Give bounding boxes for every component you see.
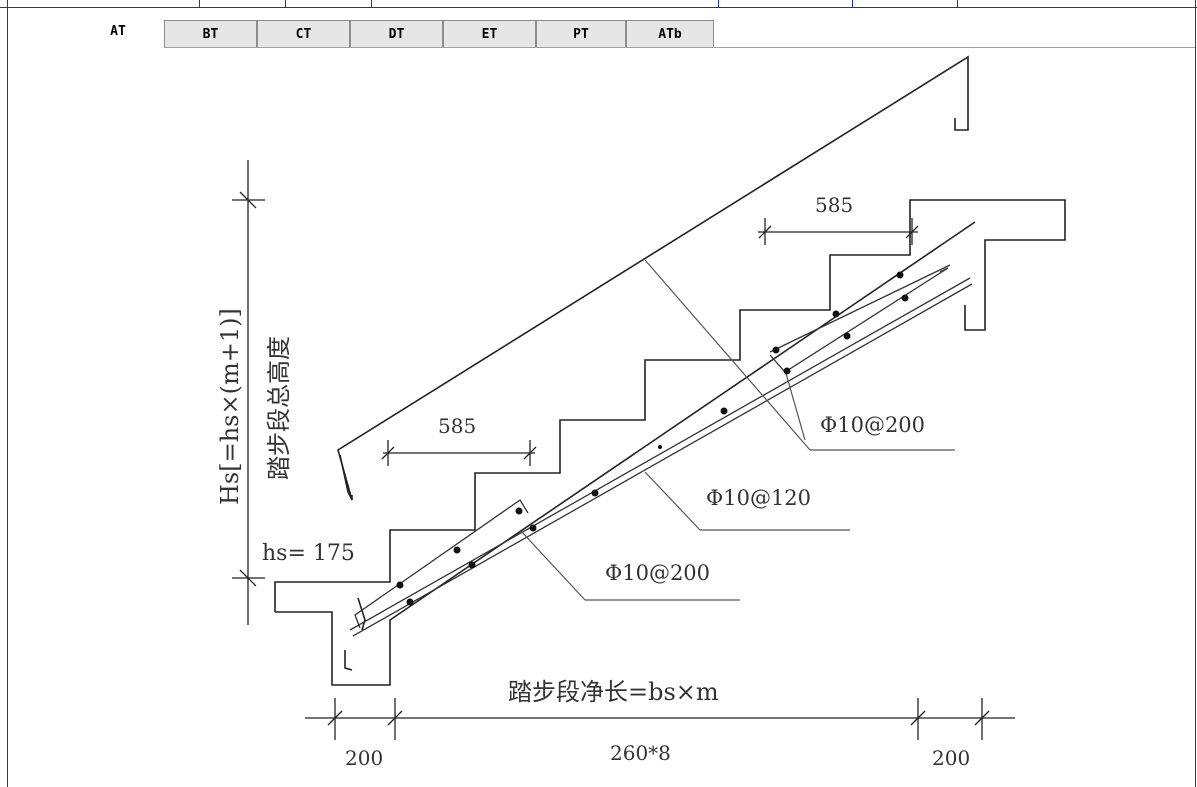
dimension-lines xyxy=(232,160,1015,740)
rebar-middle-label: Φ10@120 xyxy=(706,486,811,510)
top-cell xyxy=(8,0,200,7)
length-caption-label: 踏步段净长=bs×m xyxy=(508,678,719,706)
frame-right-border xyxy=(1195,0,1196,787)
tab-bt[interactable]: BT xyxy=(164,20,257,47)
tab-et[interactable]: ET xyxy=(443,20,536,47)
dim-center-label: 260*8 xyxy=(610,741,671,765)
rebar-lines xyxy=(349,264,973,637)
height-formula-label: Hs[=hs×(m+1)] xyxy=(216,308,244,505)
dim-left-label: 200 xyxy=(345,746,383,770)
top-cell xyxy=(719,0,853,7)
leader-lines xyxy=(519,259,955,601)
tab-dt[interactable]: DT xyxy=(350,20,443,47)
tab-atb[interactable]: ATb xyxy=(626,20,714,47)
tread-dim-middle-label: 585 xyxy=(438,414,476,438)
frame-left-border xyxy=(7,0,8,787)
tabbar-baseline xyxy=(164,47,1195,48)
frame-top-border xyxy=(0,7,1197,8)
rebar-dots xyxy=(396,271,909,606)
riser-height-label: hs= 175 xyxy=(262,541,355,566)
tab-pt[interactable]: PT xyxy=(536,20,626,47)
top-cell xyxy=(200,0,286,7)
tread-dim-top-label: 585 xyxy=(815,193,853,217)
top-cell xyxy=(372,0,719,7)
tab-ct[interactable]: CT xyxy=(257,20,350,47)
stair-outline xyxy=(274,55,1066,686)
stair-type-tabbar: AT BT CT DT ET PT ATb xyxy=(8,8,1195,48)
rebar-top-label: Φ10@200 xyxy=(820,413,925,437)
tab-at[interactable]: AT xyxy=(72,15,164,48)
height-caption-label: 踏步段总高度 xyxy=(265,336,293,480)
dim-right-label: 200 xyxy=(932,746,970,770)
top-cell xyxy=(286,0,372,7)
rebar-bottom-label: Φ10@200 xyxy=(605,561,710,585)
top-cell xyxy=(853,0,958,7)
